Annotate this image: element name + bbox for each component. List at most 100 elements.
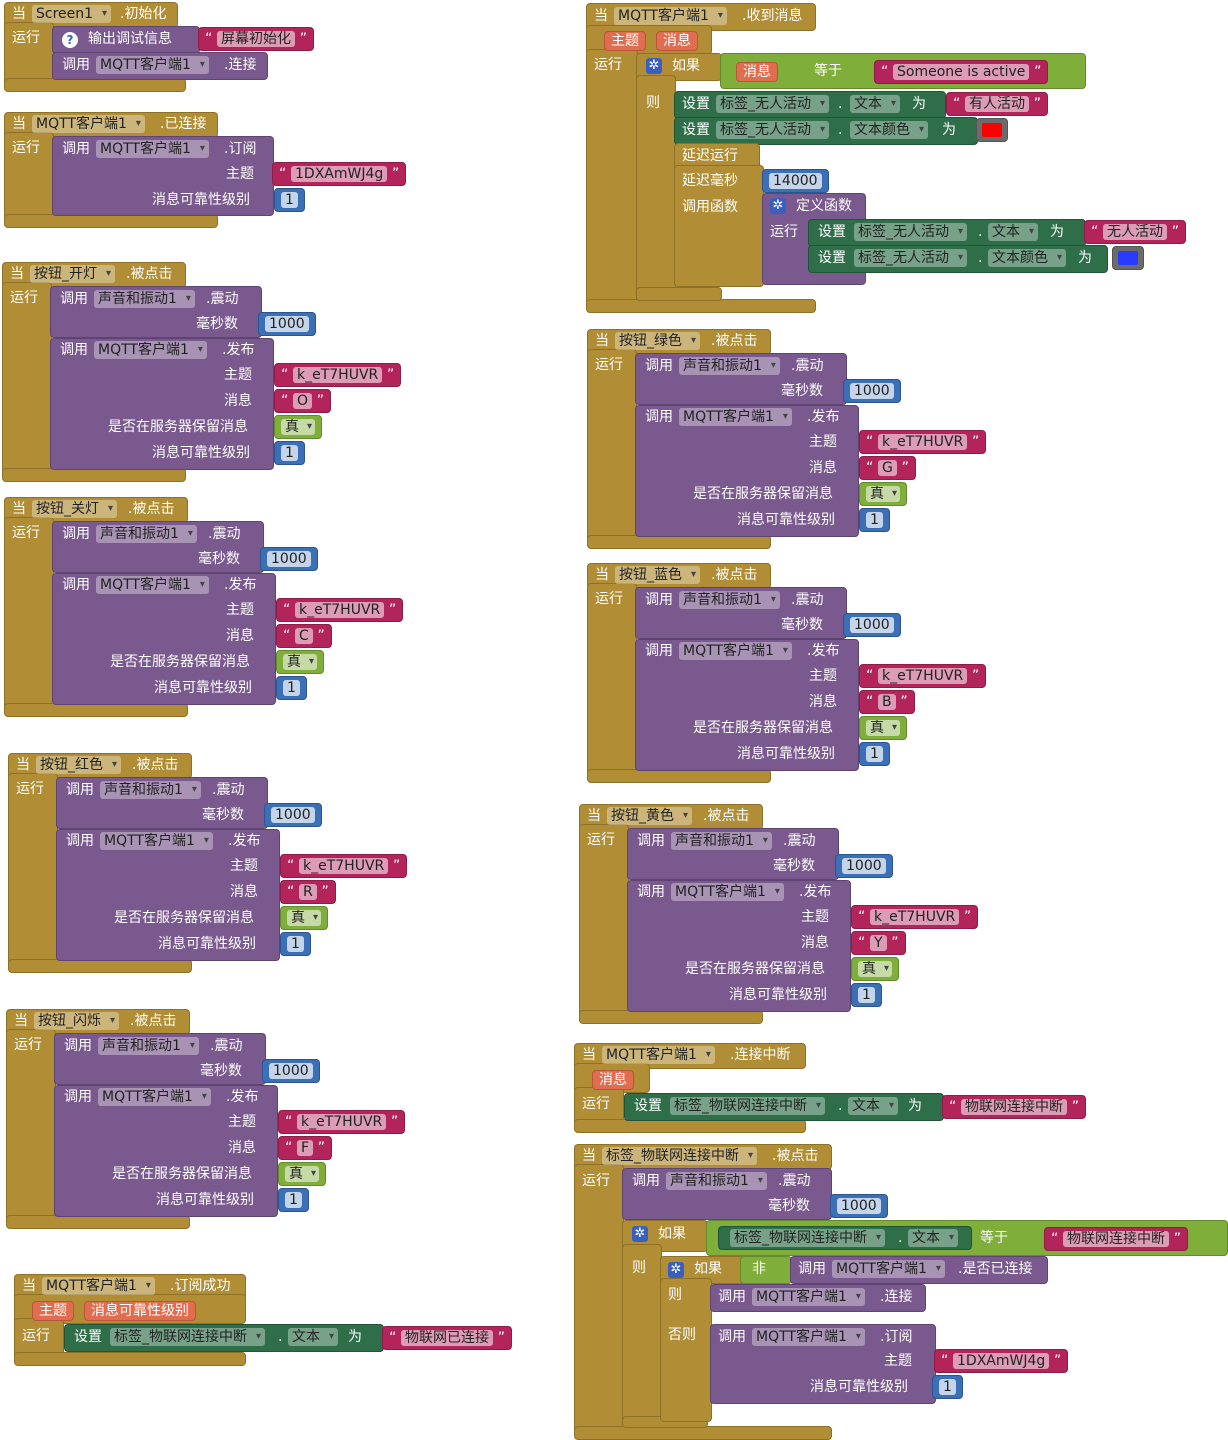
component-dropdown-sound[interactable]: 声音和振动1 — [100, 781, 201, 799]
string-iot-disconnected[interactable]: 物联网连接中断 — [942, 1095, 1086, 1119]
component-dropdown-mqtt[interactable]: MQTT客户端1 — [671, 883, 784, 901]
component-dropdown-mqtt[interactable]: MQTT客户端1 — [679, 408, 792, 426]
boolean-retain[interactable]: 真 — [274, 415, 322, 439]
param-topic[interactable]: 主题 — [604, 31, 646, 51]
component-dropdown-mqtt[interactable]: MQTT客户端1 — [679, 642, 792, 660]
color-blue[interactable] — [1112, 246, 1144, 270]
string-iot-connected[interactable]: 物联网已连接 — [382, 1326, 512, 1350]
component-dropdown-label[interactable]: 标签_物联网连接中断 — [670, 1097, 825, 1115]
event-label-iot-click[interactable]: 当 标签_物联网连接中断 .被点击 运行 调用 声音和振动1 .震动 毫秒数 1… — [574, 1144, 1228, 1440]
number-ms[interactable]: 1000 — [258, 312, 316, 336]
component-dropdown-button[interactable]: 按钮_绿色 — [615, 332, 700, 350]
string-message[interactable]: B — [859, 690, 915, 714]
number-ms[interactable]: 1000 — [843, 613, 901, 637]
string-pub-topic[interactable]: k_eT7HUVR — [859, 430, 987, 454]
component-dropdown-mqtt[interactable]: MQTT客户端1 — [100, 832, 213, 850]
string-message[interactable]: Y — [851, 931, 906, 955]
component-dropdown-label[interactable]: 标签_物联网连接中断 — [110, 1328, 265, 1346]
string-screen-init[interactable]: 屏幕初始化 — [198, 27, 314, 51]
number-ms[interactable]: 1000 — [260, 547, 318, 571]
component-dropdown-button[interactable]: 按钮_闪烁 — [34, 1012, 119, 1030]
string-someone-active[interactable]: Someone is active — [874, 60, 1049, 84]
number-qos[interactable]: 1 — [280, 932, 311, 956]
event-btn-on-click[interactable]: 当 按钮_开灯 .被点击 运行 调用 声音和振动1 .震动 毫秒数 1000 调… — [2, 262, 442, 482]
event-btn-yellow-click[interactable]: 当 按钮_黄色 .被点击 运行 调用 声音和振动1 .震动 毫秒数 1000 调… — [579, 804, 1019, 1024]
component-dropdown-mqtt[interactable]: MQTT客户端1 — [96, 56, 209, 74]
component-dropdown-sound[interactable]: 声音和振动1 — [679, 591, 780, 609]
get-message-variable[interactable]: 消息 — [736, 62, 778, 82]
component-dropdown-sound[interactable]: 声音和振动1 — [666, 1172, 767, 1190]
property-dropdown-text[interactable]: 文本 — [848, 1097, 898, 1115]
param-qos[interactable]: 消息可靠性级别 — [84, 1301, 196, 1321]
string-pub-topic[interactable]: k_eT7HUVR — [851, 905, 979, 929]
property-dropdown-text[interactable]: 文本 — [850, 95, 900, 113]
string-pub-topic[interactable]: k_eT7HUVR — [278, 1110, 406, 1134]
component-dropdown-button[interactable]: 按钮_开灯 — [30, 265, 115, 283]
string-pub-topic[interactable]: k_eT7HUVR — [280, 854, 408, 878]
component-dropdown-mqtt[interactable]: MQTT客户端1 — [98, 1088, 211, 1106]
event-mqtt-disconnected[interactable]: 当 MQTT客户端1 .连接中断 消息 运行 设置 标签_物联网连接中断 . 文… — [574, 1043, 1134, 1133]
compare-op[interactable]: 等于 — [980, 1230, 1008, 1246]
component-dropdown-button[interactable]: 按钮_关灯 — [32, 500, 117, 518]
color-red[interactable] — [976, 118, 1008, 142]
component-dropdown-sound[interactable]: 声音和振动1 — [98, 1037, 199, 1055]
property-dropdown-textcolor[interactable]: 文本颜色 — [850, 121, 928, 139]
param-topic[interactable]: 主题 — [32, 1301, 74, 1321]
component-dropdown-button[interactable]: 按钮_黄色 — [607, 807, 692, 825]
number-qos[interactable]: 1 — [274, 188, 305, 212]
property-dropdown-text[interactable]: 文本 — [288, 1328, 338, 1346]
string-pub-topic[interactable]: k_eT7HUVR — [859, 664, 987, 688]
component-dropdown-sound[interactable]: 声音和振动1 — [94, 290, 195, 308]
gear-icon[interactable]: ✲ — [668, 1262, 684, 1278]
component-dropdown-mqtt[interactable]: MQTT客户端1 — [42, 1277, 155, 1295]
component-dropdown-button[interactable]: 按钮_红色 — [36, 756, 121, 774]
gear-icon[interactable]: ✲ — [770, 198, 786, 214]
component-dropdown-sound[interactable]: 声音和振动1 — [671, 832, 772, 850]
number-ms[interactable]: 1000 — [830, 1194, 888, 1218]
component-dropdown-sound[interactable]: 声音和振动1 — [679, 357, 780, 375]
component-dropdown-button[interactable]: 按钮_蓝色 — [615, 566, 700, 584]
component-dropdown-mqtt[interactable]: MQTT客户端1 — [752, 1328, 865, 1346]
string-sub-topic[interactable]: 1DXAmWJ4g — [934, 1349, 1069, 1373]
string-someone-cn[interactable]: 有人活动 — [946, 92, 1048, 116]
property-dropdown-text[interactable]: 文本 — [908, 1229, 958, 1247]
boolean-retain[interactable]: 真 — [280, 906, 328, 930]
string-message[interactable]: O — [274, 389, 332, 413]
component-dropdown-mqtt[interactable]: MQTT客户端1 — [752, 1288, 865, 1306]
component-dropdown-label[interactable]: 标签_物联网连接中断 — [730, 1229, 885, 1247]
number-ms[interactable]: 1000 — [262, 1059, 320, 1083]
event-mqtt-connected[interactable]: 当 MQTT客户端1 .已连接 运行 调用 MQTT客户端1 .订阅 主题 1D… — [4, 112, 444, 228]
component-dropdown-mqtt[interactable]: MQTT客户端1 — [832, 1260, 945, 1278]
number-qos[interactable]: 1 — [276, 676, 307, 700]
event-btn-blue-click[interactable]: 当 按钮_蓝色 .被点击 运行 调用 声音和振动1 .震动 毫秒数 1000 调… — [587, 563, 1027, 783]
number-ms[interactable]: 1000 — [264, 803, 322, 827]
number-qos[interactable]: 1 — [278, 1188, 309, 1212]
boolean-retain[interactable]: 真 — [276, 650, 324, 674]
number-qos[interactable]: 1 — [274, 441, 305, 465]
component-dropdown-label[interactable]: 标签_无人活动 — [716, 121, 829, 139]
component-dropdown-label[interactable]: 标签_无人活动 — [854, 249, 967, 267]
component-dropdown-mqtt[interactable]: MQTT客户端1 — [96, 140, 209, 158]
param-message[interactable]: 消息 — [656, 31, 698, 51]
string-message[interactable]: C — [276, 624, 332, 648]
number-delay[interactable]: 14000 — [762, 169, 829, 193]
number-qos[interactable]: 1 — [859, 508, 890, 532]
gear-icon[interactable]: ✲ — [646, 58, 662, 74]
number-qos[interactable]: 1 — [932, 1375, 963, 1399]
component-dropdown-mqtt[interactable]: MQTT客户端1 — [614, 7, 727, 25]
boolean-retain[interactable]: 真 — [859, 482, 907, 506]
number-ms[interactable]: 1000 — [835, 854, 893, 878]
event-screen1-initialize[interactable]: 当 Screen1 .初始化 运行 ? 输出调试信息 屏幕初始化 调用 MQTT… — [4, 2, 344, 92]
string-sub-topic[interactable]: 1DXAmWJ4g — [272, 162, 407, 186]
number-qos[interactable]: 1 — [851, 983, 882, 1007]
string-message[interactable]: G — [859, 456, 916, 480]
event-mqtt-subscribe-success[interactable]: 当 MQTT客户端1 .订阅成功 主题 消息可靠性级别 运行 设置 标签_物联网… — [14, 1274, 544, 1366]
event-btn-off-click[interactable]: 当 按钮_关灯 .被点击 运行 调用 声音和振动1 .震动 毫秒数 1000 调… — [4, 497, 444, 717]
help-icon[interactable]: ? — [62, 32, 78, 48]
component-dropdown-label[interactable]: 标签_物联网连接中断 — [602, 1147, 757, 1165]
number-qos[interactable]: 1 — [859, 742, 890, 766]
string-pub-topic[interactable]: k_eT7HUVR — [274, 363, 402, 387]
component-dropdown-mqtt[interactable]: MQTT客户端1 — [32, 115, 145, 133]
boolean-retain[interactable]: 真 — [851, 957, 899, 981]
component-dropdown-screen1[interactable]: Screen1 — [32, 5, 112, 23]
